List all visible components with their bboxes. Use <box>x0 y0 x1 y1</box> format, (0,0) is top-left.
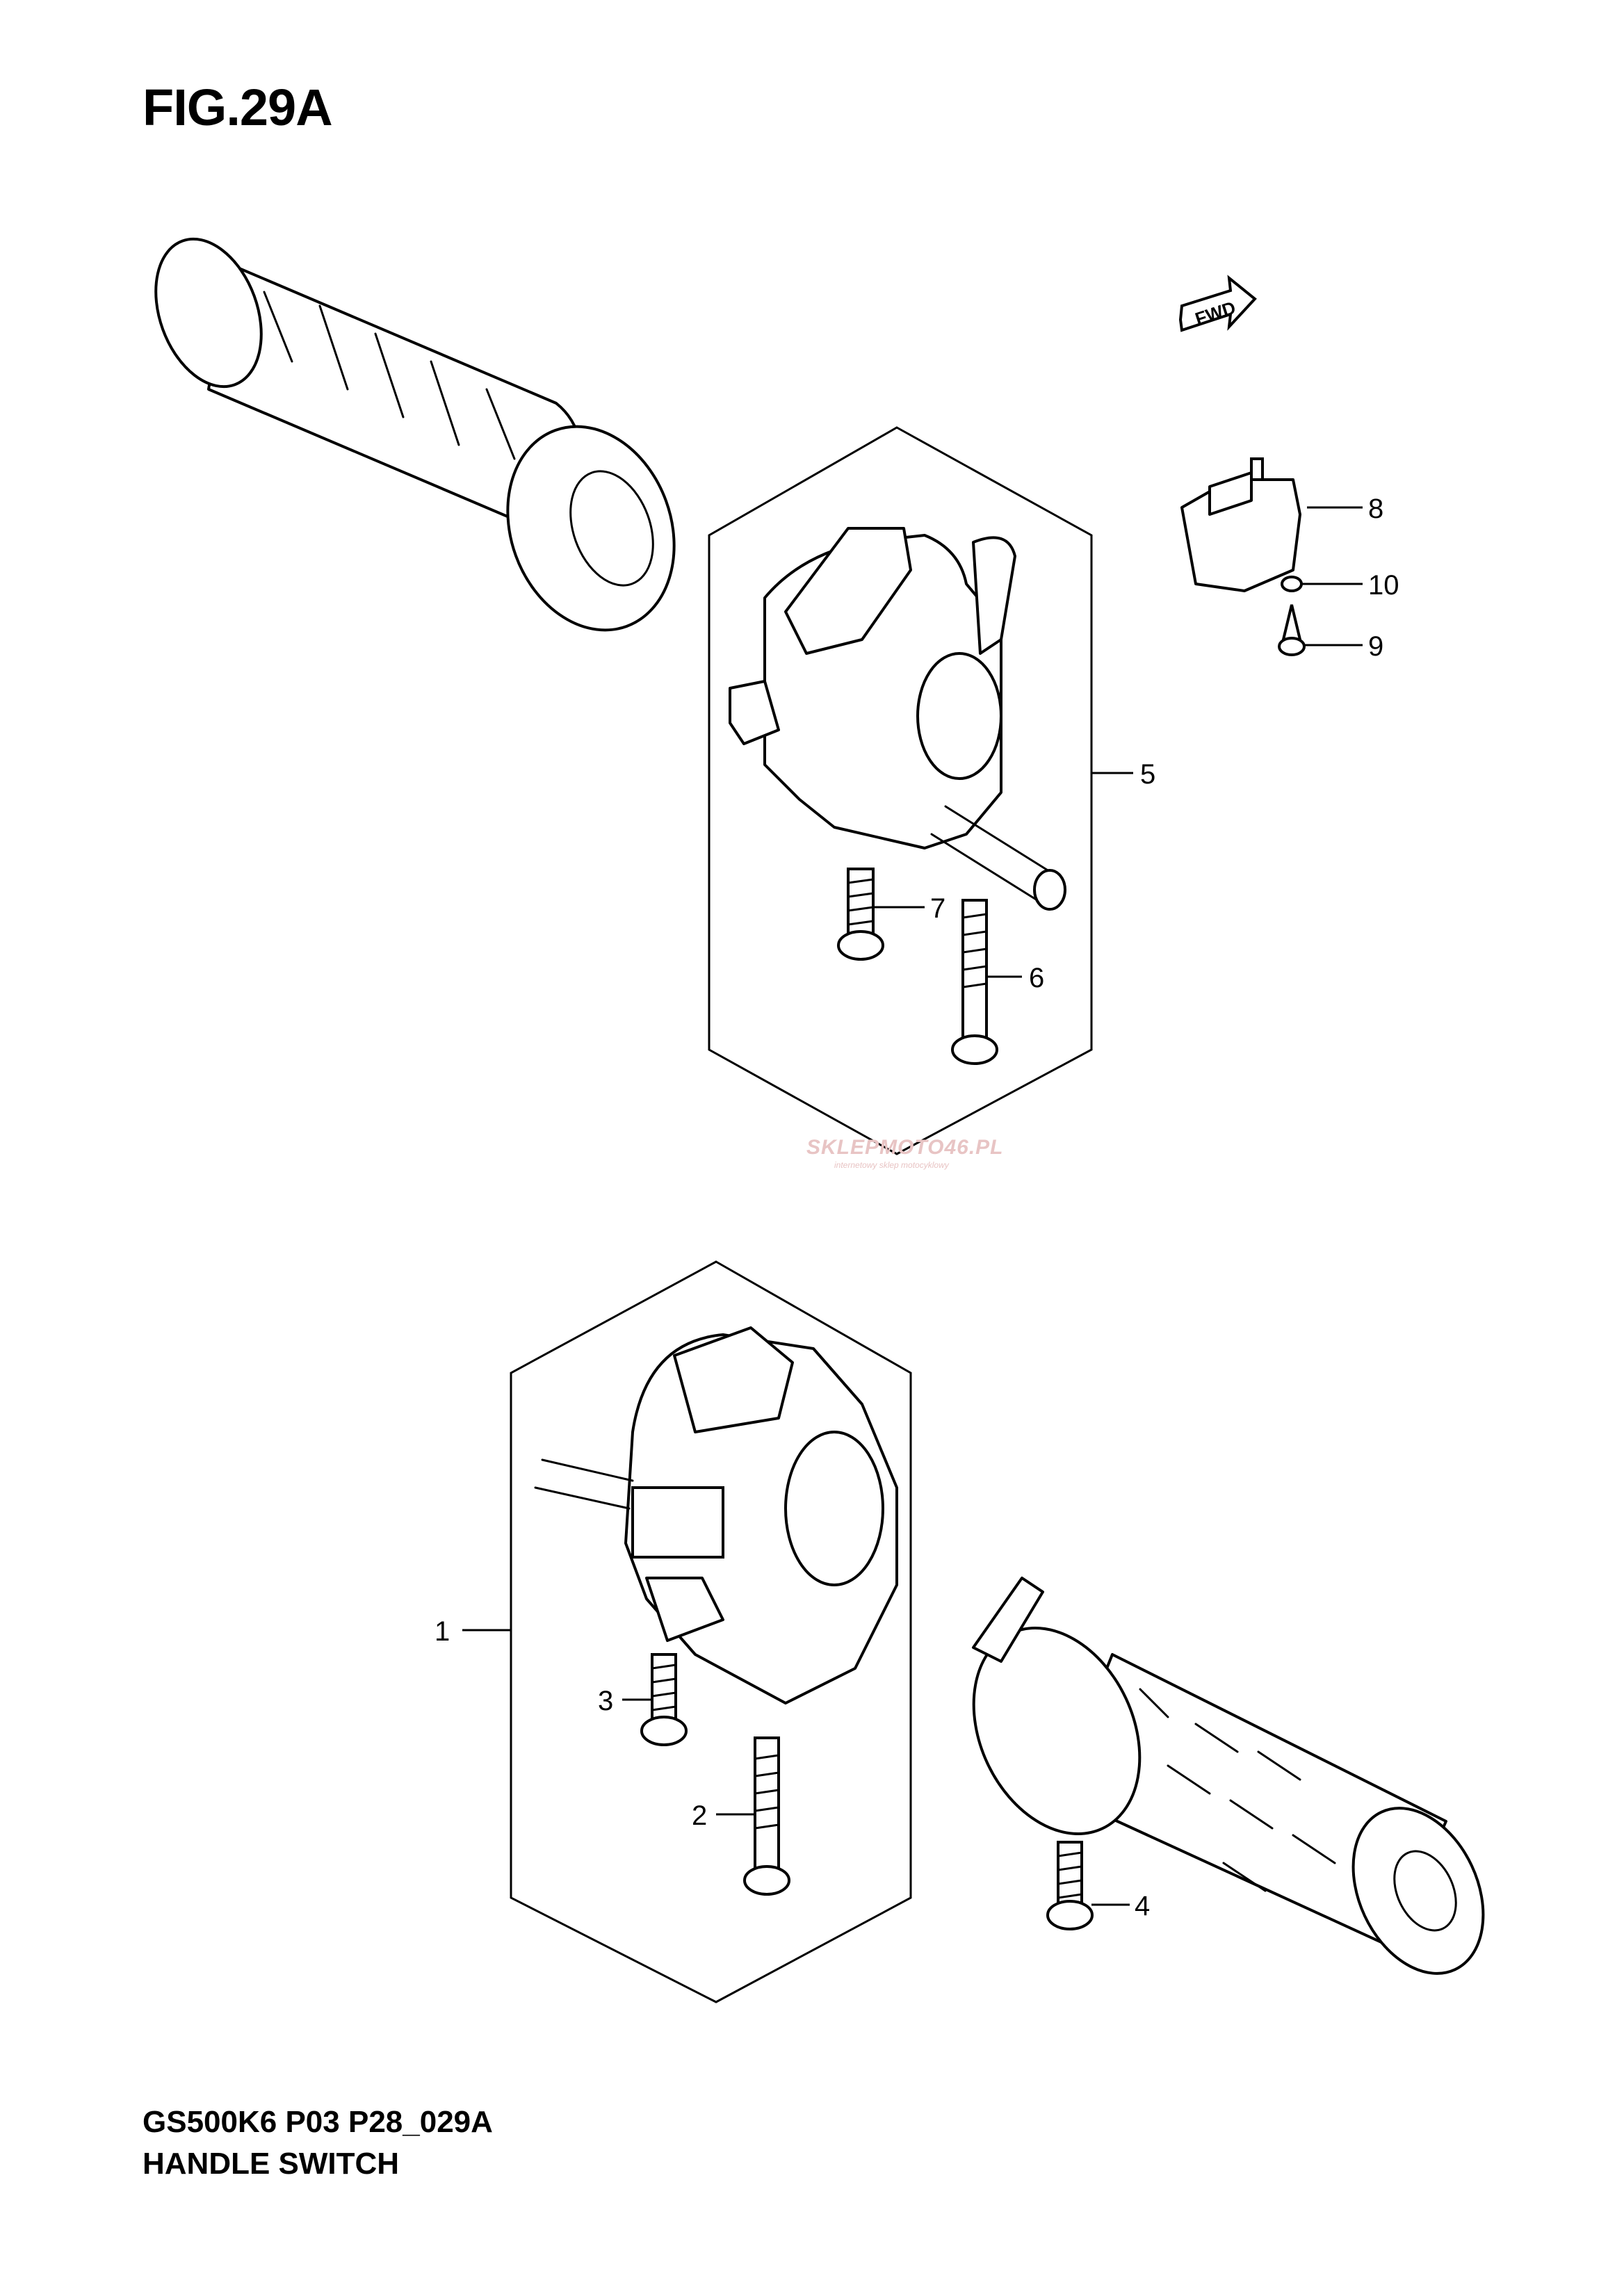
lower-kit-frame <box>510 1260 912 2003</box>
screw-2-illustration <box>743 1736 790 1896</box>
callout-1: 1 <box>435 1616 450 1647</box>
callout-9: 9 <box>1368 631 1383 662</box>
callout-6: 6 <box>1029 963 1044 993</box>
callout-10: 10 <box>1368 570 1399 601</box>
leader-lines <box>462 506 1363 1906</box>
left-grip-illustration <box>154 237 676 632</box>
callout-5: 5 <box>1140 759 1155 790</box>
right-grip-illustration <box>972 1577 1485 1975</box>
fwd-arrow-icon: FWD <box>1178 275 1257 332</box>
callout-4: 4 <box>1135 1891 1150 1921</box>
left-handle-switch-illustration <box>729 527 1066 911</box>
callout-8: 8 <box>1368 494 1383 524</box>
diagram-caption: HANDLE SWITCH <box>143 2147 400 2181</box>
screw-7-illustration <box>837 868 884 961</box>
upper-kit-frame <box>708 426 1093 1155</box>
screw-4-illustration <box>1046 1841 1094 1930</box>
switch-8-illustration <box>1180 457 1301 592</box>
figure-title: FIG.29A <box>143 79 333 136</box>
diagram-code: GS500K6 P03 P28_029A <box>143 2105 493 2139</box>
screw-3-illustration <box>640 1653 688 1746</box>
screw-9-illustration <box>1278 604 1306 656</box>
screw-6-illustration <box>951 899 998 1065</box>
callout-7: 7 <box>930 893 945 924</box>
washer-10-illustration <box>1281 576 1303 592</box>
callout-2: 2 <box>692 1800 707 1831</box>
callout-3: 3 <box>598 1686 613 1716</box>
watermark-text: SKLEPMOTO46.PL <box>806 1136 1004 1159</box>
watermark-subtext: internetowy sklep motocyklowy <box>834 1160 950 1170</box>
right-handle-switch-illustration <box>534 1326 898 1705</box>
